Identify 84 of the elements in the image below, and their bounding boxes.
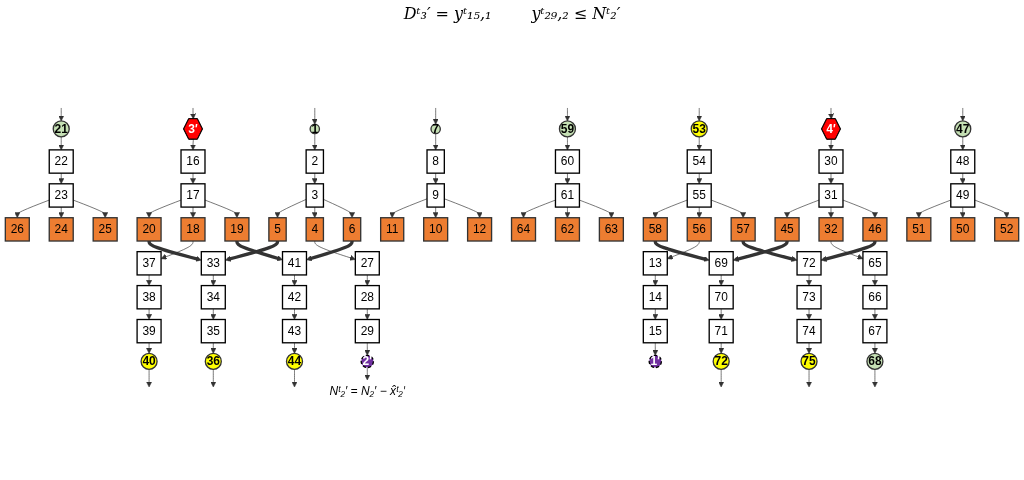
- node-box: 39: [136, 318, 162, 344]
- node-box: 15: [642, 318, 668, 344]
- node-box: 3: [305, 183, 325, 208]
- node-box: 63: [598, 217, 625, 242]
- node-box: 10: [423, 217, 449, 242]
- node-box: 9: [426, 183, 445, 208]
- node-circle: 1′: [648, 354, 663, 369]
- node-box: 17: [180, 183, 206, 208]
- node-circle: 44: [285, 352, 304, 371]
- node-circle: 53: [690, 120, 708, 138]
- node-box: 27: [354, 251, 380, 276]
- node-circle: 36: [204, 352, 222, 371]
- node-box: 37: [136, 251, 162, 276]
- node-box: 61: [554, 183, 581, 208]
- node-circle: 2′: [360, 354, 375, 369]
- node-box: 64: [510, 217, 537, 242]
- node-box: 50: [950, 217, 976, 242]
- node-box: 33: [200, 251, 226, 276]
- node-circle: 72: [712, 352, 730, 371]
- node-box: 32: [818, 217, 844, 242]
- node-box: 34: [200, 284, 226, 310]
- node-box: 20: [136, 217, 162, 242]
- node-circle: 7: [430, 123, 441, 135]
- node-box: 41: [281, 251, 308, 276]
- node-box: 73: [796, 284, 822, 310]
- node-circle: 40: [140, 352, 158, 371]
- node-box: 69: [708, 251, 734, 276]
- node-box: 49: [950, 183, 976, 208]
- node-box: 57: [730, 217, 756, 242]
- node-box: 18: [180, 217, 206, 242]
- node-circle: 68: [866, 352, 884, 371]
- node-box: 24: [48, 217, 74, 242]
- node-box: 51: [906, 217, 932, 242]
- node-circle: 59: [558, 120, 577, 138]
- node-box: 38: [136, 284, 162, 310]
- node-box: 30: [818, 149, 844, 174]
- node-box: 42: [281, 284, 308, 310]
- node-box: 56: [686, 217, 712, 242]
- node-box: 5: [268, 217, 287, 242]
- node-box: 43: [281, 318, 308, 344]
- node-box: 12: [466, 217, 493, 242]
- node-circle: 47: [954, 120, 972, 138]
- node-box: 48: [950, 149, 976, 174]
- node-box: 60: [554, 149, 581, 174]
- arrow: [235, 240, 283, 262]
- node-box: 52: [994, 217, 1020, 242]
- node-box: 26: [4, 217, 30, 242]
- node-box: 31: [818, 183, 844, 208]
- node-box: 58: [642, 217, 668, 242]
- node-box: 2: [305, 149, 325, 174]
- node-text: Nᵗ₂′ = N₂′ − x̂ᵗ₂′: [329, 384, 406, 399]
- arrow: [225, 240, 280, 262]
- node-box: 23: [48, 183, 74, 208]
- arrow: [741, 240, 798, 262]
- node-box: 28: [354, 284, 380, 310]
- node-box: 70: [708, 284, 734, 310]
- node-box: 29: [354, 318, 380, 344]
- node-circle: 21: [52, 120, 70, 138]
- node-box: 66: [862, 284, 888, 310]
- node-box: 11: [380, 217, 405, 242]
- node-box: 46: [862, 217, 888, 242]
- node-box: 67: [862, 318, 888, 344]
- node-box: 72: [796, 251, 822, 276]
- node-box: 13: [642, 251, 668, 276]
- node-box: 14: [642, 284, 668, 310]
- formula-label: Dᵗ₃′ = yᵗ₁₅,₁: [403, 3, 492, 23]
- node-box: 25: [92, 217, 118, 242]
- node-box: 71: [708, 318, 734, 344]
- node-box: 55: [686, 183, 712, 208]
- formula-label: yᵗ₂₉,₂ ≤ Nᵗ₂′: [531, 3, 621, 23]
- node-box: 6: [342, 217, 362, 242]
- node-box: 54: [686, 149, 712, 174]
- node-box: 35: [200, 318, 226, 344]
- node-box: 62: [554, 217, 581, 242]
- node-box: 4: [305, 217, 325, 242]
- node-box: 22: [48, 149, 74, 174]
- node-box: 74: [796, 318, 822, 344]
- node-box: 16: [180, 149, 206, 174]
- node-box: 19: [224, 217, 250, 242]
- node-circle: 75: [800, 352, 818, 371]
- node-box: 65: [862, 251, 888, 276]
- node-box: 8: [426, 149, 445, 174]
- node-circle: 1: [309, 123, 321, 135]
- node-box: 45: [774, 217, 800, 242]
